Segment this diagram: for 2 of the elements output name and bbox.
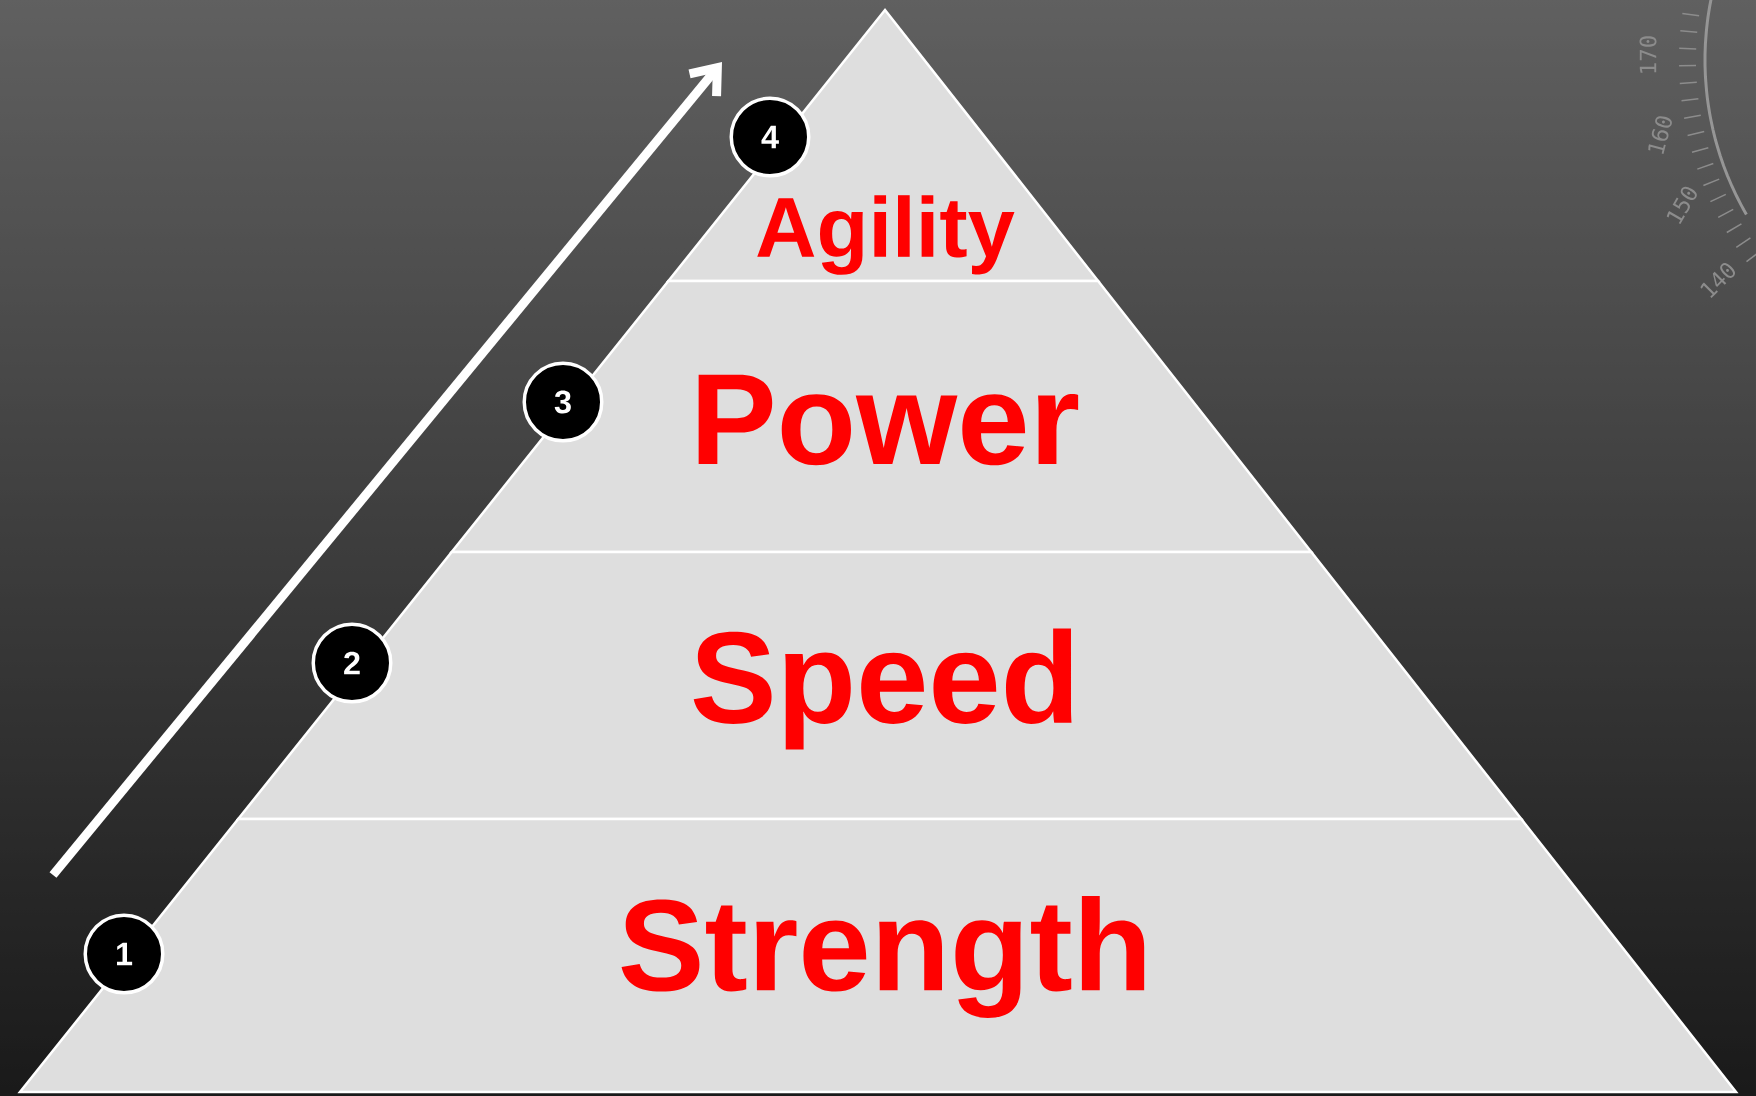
scale-number: 140 — [1700, 263, 1736, 299]
scale-number: 150 — [1666, 186, 1697, 225]
